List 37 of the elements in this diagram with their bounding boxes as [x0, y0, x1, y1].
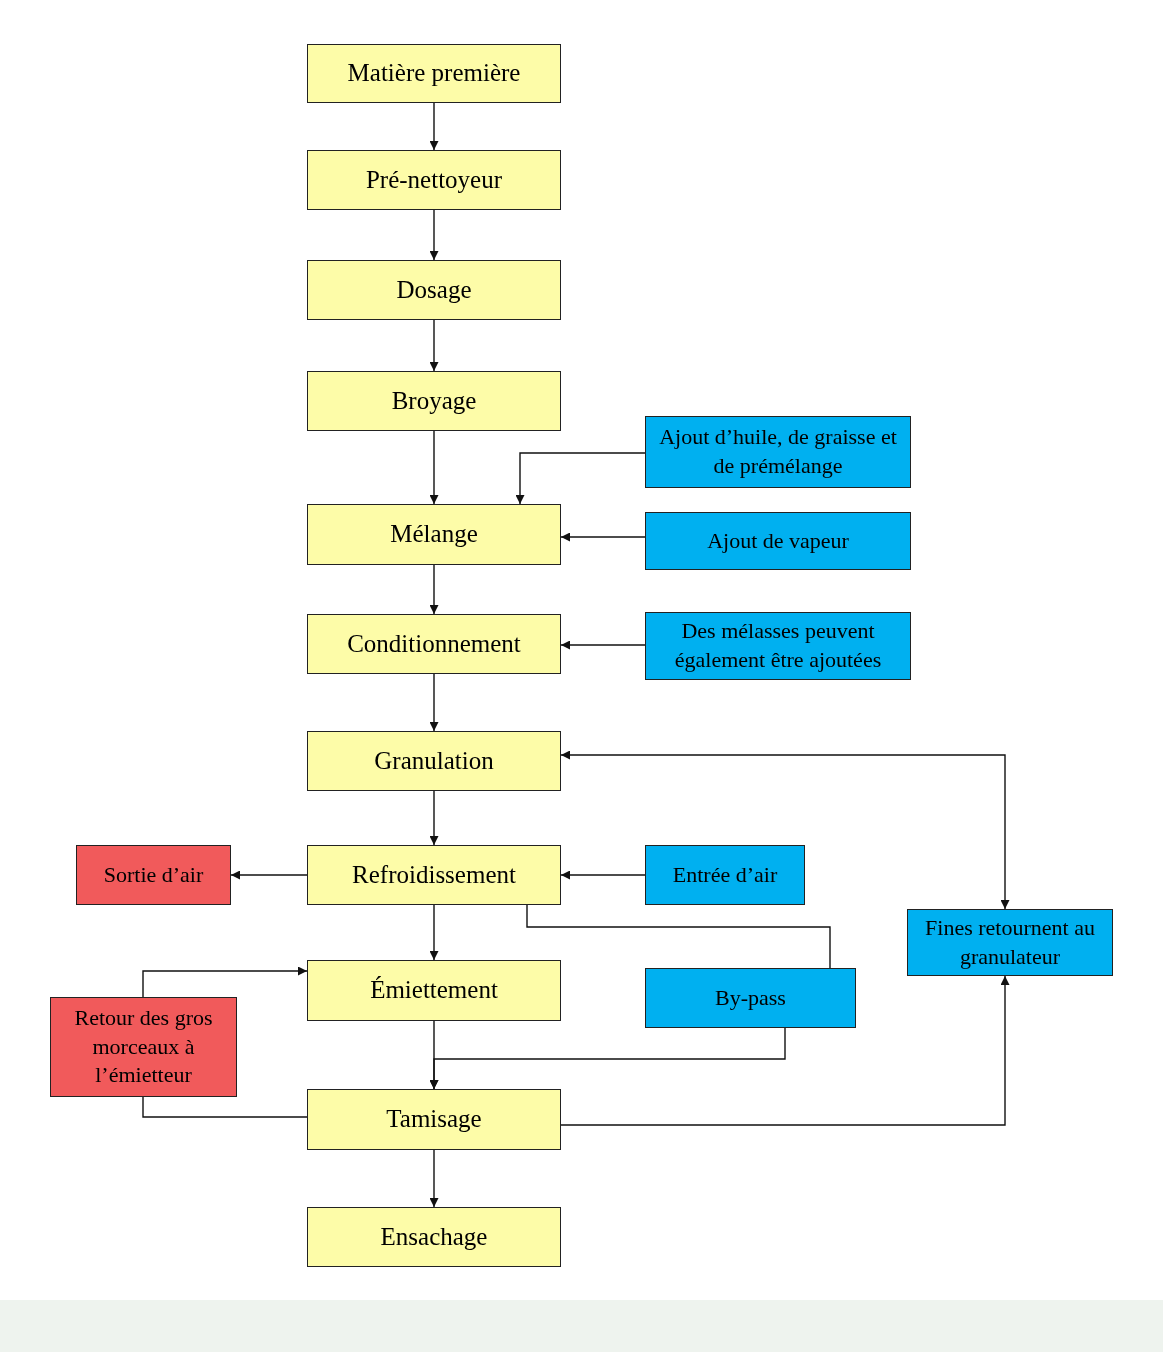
input-box: Entrée d’air	[645, 845, 805, 905]
arrow	[429, 673, 439, 732]
arrow	[429, 209, 439, 261]
process-box: Tamisage	[307, 1089, 561, 1150]
arrow	[429, 1149, 439, 1208]
process-box: Refroidissement	[307, 845, 561, 905]
arrow	[560, 870, 646, 880]
arrow	[429, 564, 439, 615]
input-box: Ajout de vapeur	[645, 512, 911, 570]
arrow	[429, 1027, 786, 1090]
arrow	[142, 966, 308, 998]
arrow	[429, 319, 439, 372]
arrow	[429, 904, 439, 961]
input-box: Des mélasses peuvent également être ajoutées	[645, 612, 911, 680]
return-box: Fines retournent au granulateur	[907, 909, 1113, 976]
process-box: Ensachage	[307, 1207, 561, 1267]
arrow	[230, 870, 308, 880]
arrow	[429, 102, 439, 151]
arrow	[515, 452, 646, 505]
bypass-box: By-pass	[645, 968, 856, 1028]
process-box: Mélange	[307, 504, 561, 565]
process-box: Matière première	[307, 44, 561, 103]
arrow	[560, 750, 1010, 910]
arrow	[560, 975, 1010, 1126]
arrow	[560, 532, 646, 542]
arrow	[429, 790, 439, 846]
process-box: Pré-nettoyeur	[307, 150, 561, 210]
process-box: Émiettement	[307, 960, 561, 1021]
process-box: Dosage	[307, 260, 561, 320]
arrow	[560, 640, 646, 650]
input-box: Ajout d’huile, de graisse et de prémélange	[645, 416, 911, 488]
arrow	[429, 430, 439, 505]
process-box: Conditionnement	[307, 614, 561, 674]
output-box: Sortie d’air	[76, 845, 231, 905]
process-box: Granulation	[307, 731, 561, 791]
return-box: Retour des gros morceaux à l’émietteur	[50, 997, 237, 1097]
process-box: Broyage	[307, 371, 561, 431]
